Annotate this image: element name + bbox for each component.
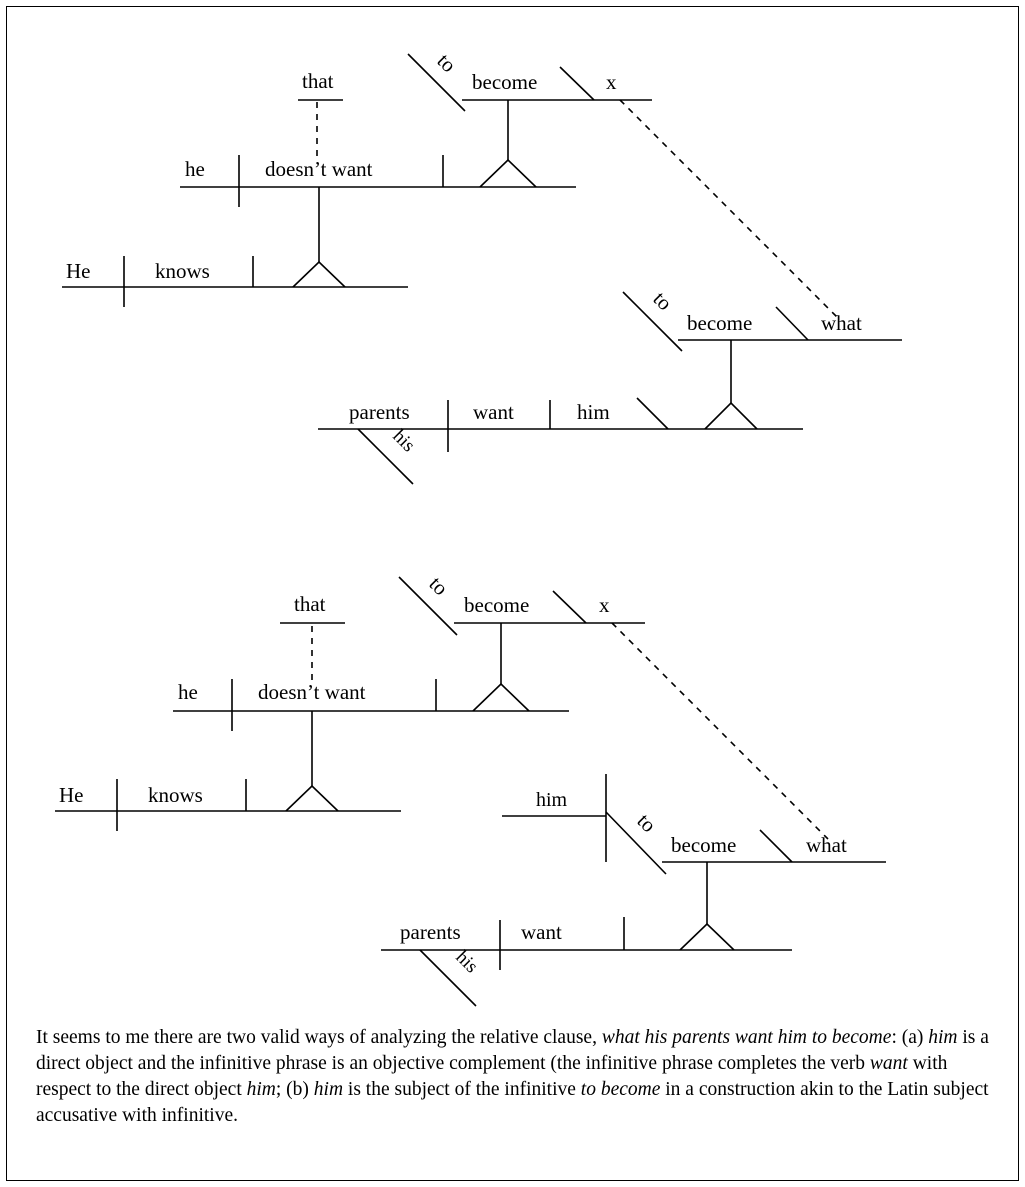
figure-frame bbox=[6, 6, 1019, 1181]
a-inf-verb: become bbox=[472, 70, 537, 94]
b-inf-object: x bbox=[599, 593, 610, 617]
b-rel-inf-verb: become bbox=[671, 833, 736, 857]
a-rel-modifier: his bbox=[388, 426, 419, 457]
caption-run: with respect to the direct object bbox=[36, 1053, 948, 1100]
b-rel-inf-subject: him bbox=[536, 789, 568, 811]
b-rel-complement: what bbox=[806, 833, 847, 857]
caption-run: : (a) bbox=[891, 1027, 929, 1048]
b-main-verb: knows bbox=[148, 783, 203, 807]
b-relative-that: that bbox=[294, 592, 326, 616]
b-main-subject: He bbox=[59, 783, 84, 807]
b-clause-subject: he bbox=[178, 680, 198, 704]
a-inf-to: to bbox=[432, 49, 461, 78]
a-relative-that: that bbox=[302, 69, 334, 93]
a-rel-verb: want bbox=[473, 400, 514, 424]
b-inf-verb: become bbox=[464, 593, 529, 617]
b-inf-to: to bbox=[424, 572, 453, 601]
caption-run: him bbox=[313, 1079, 344, 1100]
caption-run: It seems to me there are two valid ways … bbox=[36, 1027, 602, 1048]
a-main-verb: knows bbox=[155, 259, 210, 283]
a-rel-complement: what bbox=[821, 311, 862, 335]
caption-run: him bbox=[928, 1027, 958, 1048]
caption-run: want bbox=[869, 1053, 908, 1074]
a-clause-subject: he bbox=[185, 157, 205, 181]
b-rel-modifier: his bbox=[451, 947, 482, 978]
a-inf-object: x bbox=[606, 70, 617, 94]
b-rel-inf-to: to bbox=[632, 809, 661, 838]
caption-run: is a direct object and the infinitive ph… bbox=[36, 1027, 989, 1074]
b-main-clause: He knows bbox=[55, 711, 401, 831]
caption-run: what his parents want him to become bbox=[601, 1027, 892, 1048]
b-clause-verb: doesn’t want bbox=[258, 680, 366, 704]
caption-run: him bbox=[246, 1079, 276, 1100]
sentence-diagrams: He knows that he doesn’t want to become … bbox=[55, 49, 902, 1007]
caption: It seems to me there are two valid ways … bbox=[36, 1025, 998, 1129]
a-clause-verb: doesn’t want bbox=[265, 157, 373, 181]
a-rel-subject: parents bbox=[349, 400, 410, 424]
caption-run: is the subject of the infinitive bbox=[343, 1079, 581, 1100]
b-noun-clause: that he doesn’t want bbox=[173, 592, 569, 731]
a-rel-inf-to: to bbox=[648, 287, 677, 316]
a-main-clause: He knows bbox=[62, 187, 408, 307]
caption-run: in a construction akin to the Latin subj… bbox=[36, 1079, 989, 1126]
a-infinitive: to become x bbox=[407, 49, 841, 321]
a-rel-object: him bbox=[577, 400, 610, 424]
a-noun-clause: that he doesn’t want bbox=[180, 69, 576, 207]
b-relative-clause: him parents his want to become what bbox=[381, 774, 886, 1007]
a-rel-inf-verb: become bbox=[687, 311, 752, 335]
b-rel-subject: parents bbox=[400, 920, 461, 944]
a-relative-clause: parents his want him to become what bbox=[318, 287, 902, 485]
a-main-subject: He bbox=[66, 259, 91, 283]
b-infinitive: to become x bbox=[398, 572, 829, 840]
diagram-b: He knows that he doesn’t want to become … bbox=[55, 572, 886, 1007]
caption-run: to become bbox=[580, 1079, 661, 1100]
caption-run: ; (b) bbox=[275, 1079, 314, 1100]
diagram-a: He knows that he doesn’t want to become … bbox=[62, 49, 902, 485]
b-rel-verb: want bbox=[521, 920, 562, 944]
